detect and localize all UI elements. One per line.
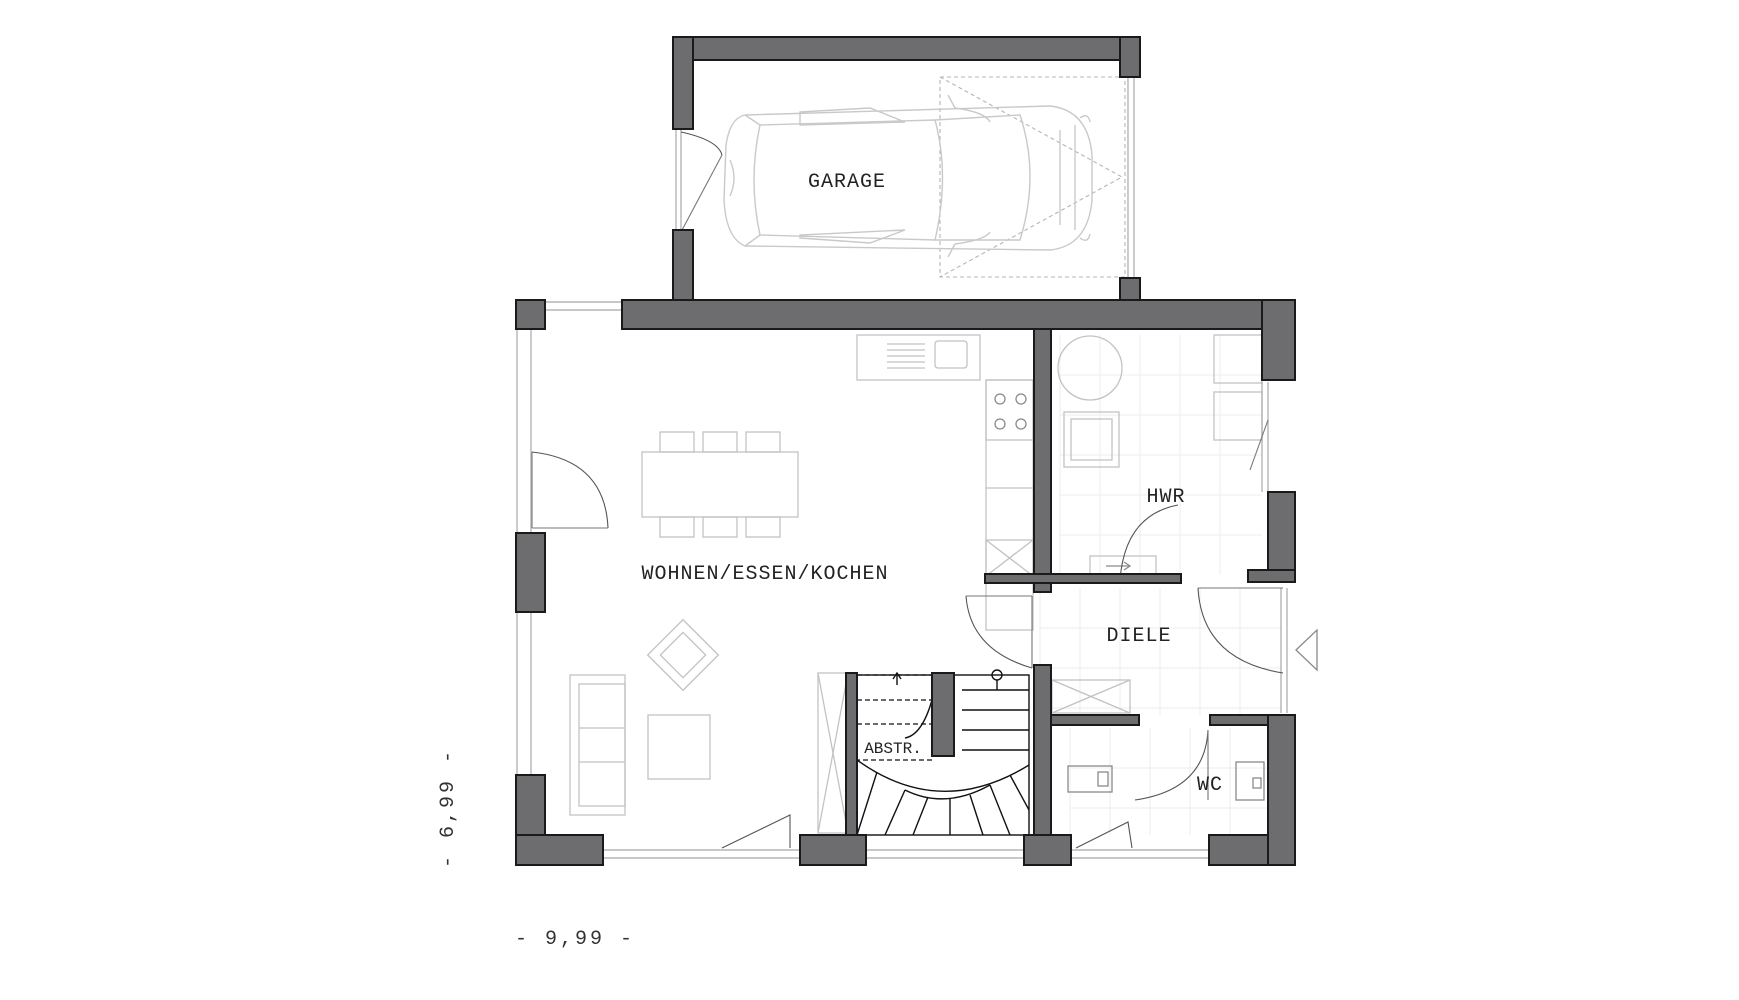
armchair (646, 618, 720, 692)
utility-floor-tiles (1059, 335, 1262, 575)
wc-floor-tiles (1069, 728, 1268, 835)
coffee-table (647, 714, 711, 780)
garage-side-door (675, 130, 723, 233)
hall-wardrobe (1051, 679, 1131, 714)
windows (516, 301, 1209, 859)
garage-right-window (1127, 77, 1135, 278)
utility-window (1249, 382, 1269, 492)
hall-to-utility-door (1119, 504, 1179, 581)
living-to-hall-door (965, 595, 1033, 669)
hall-entrance-swing (1197, 587, 1284, 674)
walls (515, 36, 1296, 866)
storage-label: ABSTR. (864, 740, 922, 758)
depth-dimension: - 6,99 - (437, 748, 460, 868)
living-terrace-door (531, 451, 609, 529)
garage-door-swing (939, 76, 1126, 278)
dining-table (641, 431, 799, 538)
living-label: WOHNEN/ESSEN/KOCHEN (641, 563, 888, 586)
car-icon (723, 94, 1093, 258)
front-door-swing (721, 814, 1133, 849)
garage-label: GARAGE (808, 171, 886, 194)
wc-fixtures (1067, 761, 1265, 801)
utility-label: HWR (1146, 486, 1185, 509)
width-dimension: - 9,99 - (515, 928, 635, 951)
entrance-door (1280, 588, 1318, 713)
sofa (569, 674, 626, 816)
hall-floor-tiles (1039, 588, 1282, 715)
wc-door (1134, 729, 1209, 801)
wc-label: WC (1197, 774, 1223, 797)
wardrobe (817, 672, 849, 834)
hall-label: DIELE (1106, 625, 1171, 648)
